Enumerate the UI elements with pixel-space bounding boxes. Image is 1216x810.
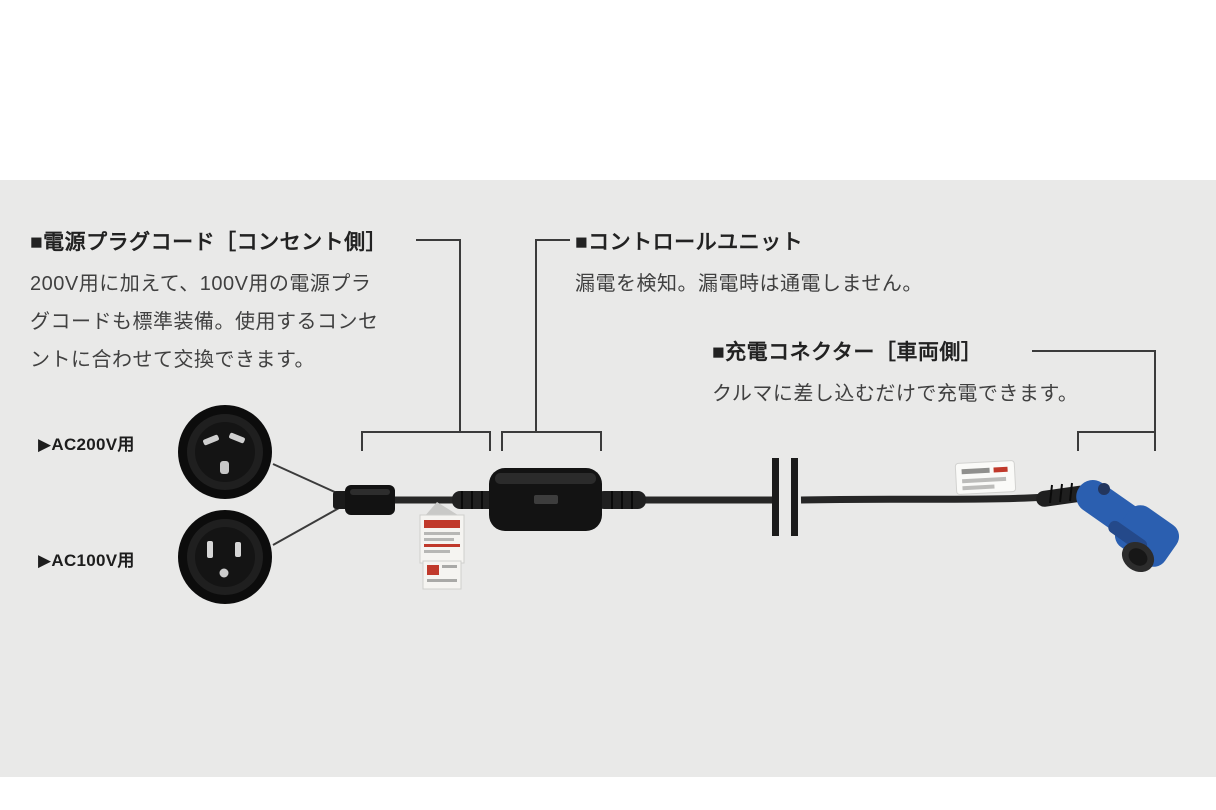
line-plug100-to-cable — [272, 502, 349, 546]
control-unit-image — [452, 468, 646, 531]
bracket-charge-connector — [1077, 431, 1155, 451]
ev-connector-image — [1036, 479, 1180, 573]
label-ac200v: ▶AC200V用 — [38, 435, 135, 454]
plug-cord-description: 200V用に加えて、100V用の電源プラ グコードも標準装備。使用するコンセ ン… — [30, 265, 387, 379]
plug-cord-desc-line3: ントに合わせて交換できます。 — [30, 349, 315, 371]
leader-plug-cord — [416, 239, 461, 432]
plug-cord-desc-line1: 200V用に加えて、100V用の電源プラ — [30, 273, 372, 295]
plug-cord-connector — [333, 485, 395, 515]
bracket-control-unit — [501, 431, 602, 451]
charge-connector-title: ■充電コネクター［車両側］ — [712, 341, 983, 364]
cable-break-marks — [772, 458, 798, 536]
plug-cord-title: ■電源プラグコード［コンセント側］ — [30, 231, 388, 254]
control-unit-title: ■コントロールユニット — [575, 231, 804, 254]
cable-label-tag — [954, 460, 1017, 495]
charge-connector-description: クルマに差し込むだけで充電できます。 — [712, 383, 1079, 405]
warning-tag — [419, 502, 465, 590]
control-unit-description: 漏電を検知。漏電時は通電しません。 — [575, 273, 923, 295]
plug-cord-desc-line2: グコードも標準装備。使用するコンセ — [30, 311, 379, 333]
plug-ac200v-image — [178, 405, 272, 499]
annotation-charge-connector: ■充電コネクター［車両側］ クルマに差し込むだけで充電できます。 — [712, 336, 1078, 413]
annotation-plug-cord: ■電源プラグコード［コンセント側］ 200V用に加えて、100V用の電源プラ グ… — [30, 226, 387, 379]
annotation-control-unit: ■コントロールユニット 漏電を検知。漏電時は通電しません。 — [575, 226, 923, 303]
plug-ac100v-image — [178, 510, 272, 604]
bracket-plug-cord — [361, 431, 491, 451]
leader-control-unit — [535, 239, 570, 432]
leader-charge-connector — [1032, 350, 1156, 451]
label-ac100v: ▶AC100V用 — [38, 551, 135, 570]
